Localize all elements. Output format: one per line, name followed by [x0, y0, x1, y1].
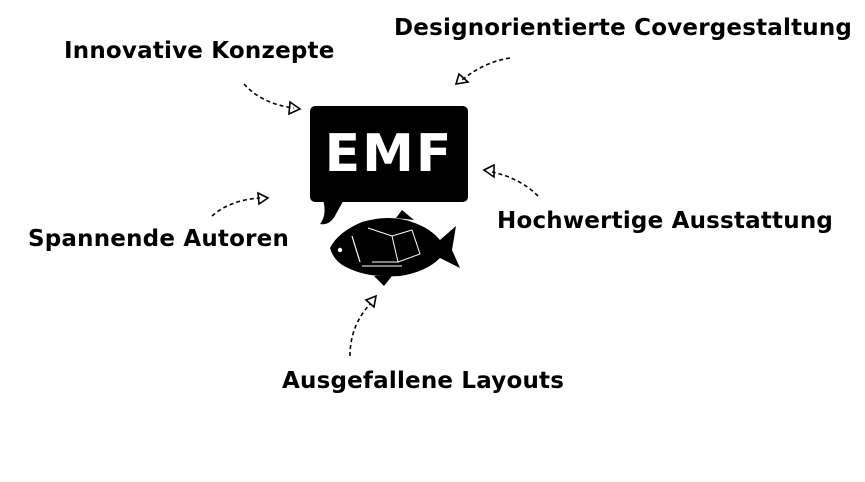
arrow-innovative [243, 83, 295, 109]
arrow-layouts [349, 303, 371, 357]
arrow-authors [211, 197, 261, 217]
arrow-quality [491, 171, 539, 197]
feature-authors: Spannende Autoren [28, 226, 290, 252]
arrowhead-innovative [288, 100, 302, 116]
speech-bubble-tail [320, 196, 346, 225]
arrow-design [461, 57, 511, 81]
arrowhead-layouts [364, 294, 378, 309]
logo-text: EMF [324, 124, 454, 184]
feature-innovative-concepts: Innovative Konzepte [64, 38, 335, 64]
feature-layouts: Ausgefallene Layouts [282, 368, 565, 394]
fish-icon [330, 210, 460, 286]
feature-design-cover: Designorientierte Covergestaltung [394, 15, 853, 41]
feature-quality: Hochwertige Ausstattung [497, 208, 834, 234]
arrowhead-quality [482, 163, 495, 179]
arrowhead-design [454, 72, 470, 86]
emf-logo: EMF [310, 106, 468, 202]
arrowhead-authors [257, 191, 270, 206]
